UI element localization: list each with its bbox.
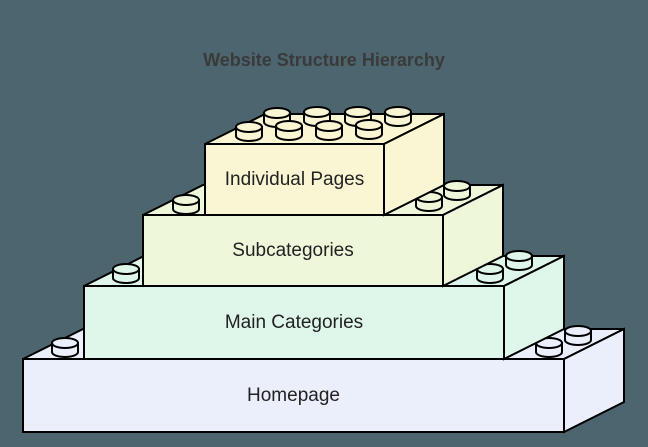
brick-label-individual-pages: Individual Pages [225,169,364,190]
diagram-title: Website Structure Hierarchy [203,50,445,70]
lego-stud-icon [315,120,343,141]
brick-label-subcategories: Subcategories [232,240,353,261]
brick-label-homepage: Homepage [247,385,340,406]
lego-stud-icon [564,325,592,346]
brick-individual-pages: Individual Pages [204,106,445,217]
lego-stud-icon [355,119,383,140]
lego-stud-icon [172,194,200,215]
lego-stud-icon [275,120,303,141]
bricks-layer: Homepage Main Categories Subcategories Indi… [22,106,625,434]
lego-stud-icon [112,263,140,284]
lego-stud-icon [505,250,533,271]
lego-stud-icon [235,121,263,142]
brick-front-face [204,143,385,216]
lego-stud-icon [443,180,471,201]
lego-stud-icon [384,106,412,127]
brick-label-main-categories: Main Categories [225,312,363,333]
lego-stud-icon [51,337,79,358]
